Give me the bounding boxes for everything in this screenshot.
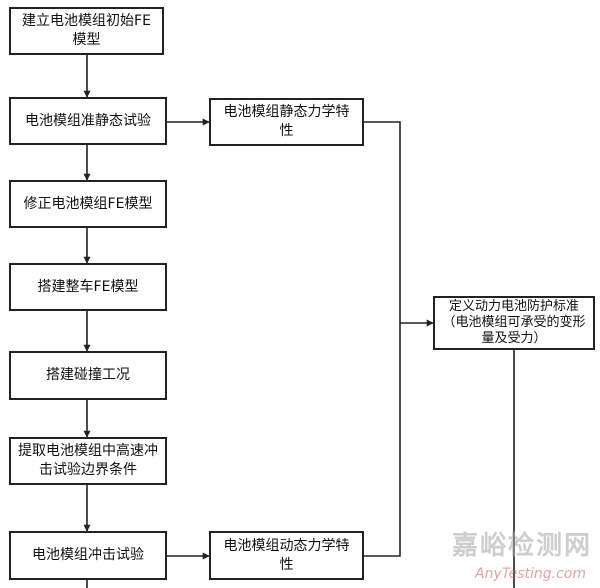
step-initial-fe-model: 建立电池模组初始FE模型: [9, 7, 164, 55]
protection-standard: 定义动力电池防护标准（电池模组可承受的变形量及受力）: [433, 296, 595, 350]
static-mechanical-properties: 电池模组静态力学特性: [209, 98, 364, 146]
line-dynamic-to-standard: [364, 323, 401, 557]
step-impact-test: 电池模组冲击试验: [9, 531, 167, 580]
step-vehicle-fe-model: 搭建整车FE模型: [9, 263, 167, 311]
step-correct-fe-model: 修正电池模组FE模型: [9, 180, 167, 228]
watermark-en: AnyTesting.com: [475, 566, 586, 582]
line-static-to-standard: [364, 121, 401, 323]
step-extract-boundary-conditions: 提取电池模组中高速冲击试验边界条件: [9, 437, 167, 485]
watermark-cn: 嘉峪检测网: [451, 531, 592, 561]
dynamic-mechanical-properties: 电池模组动态力学特性: [209, 531, 364, 580]
step-quasi-static-test: 电池模组准静态试验: [9, 97, 167, 145]
step-crash-condition: 搭建碰撞工况: [9, 351, 167, 400]
